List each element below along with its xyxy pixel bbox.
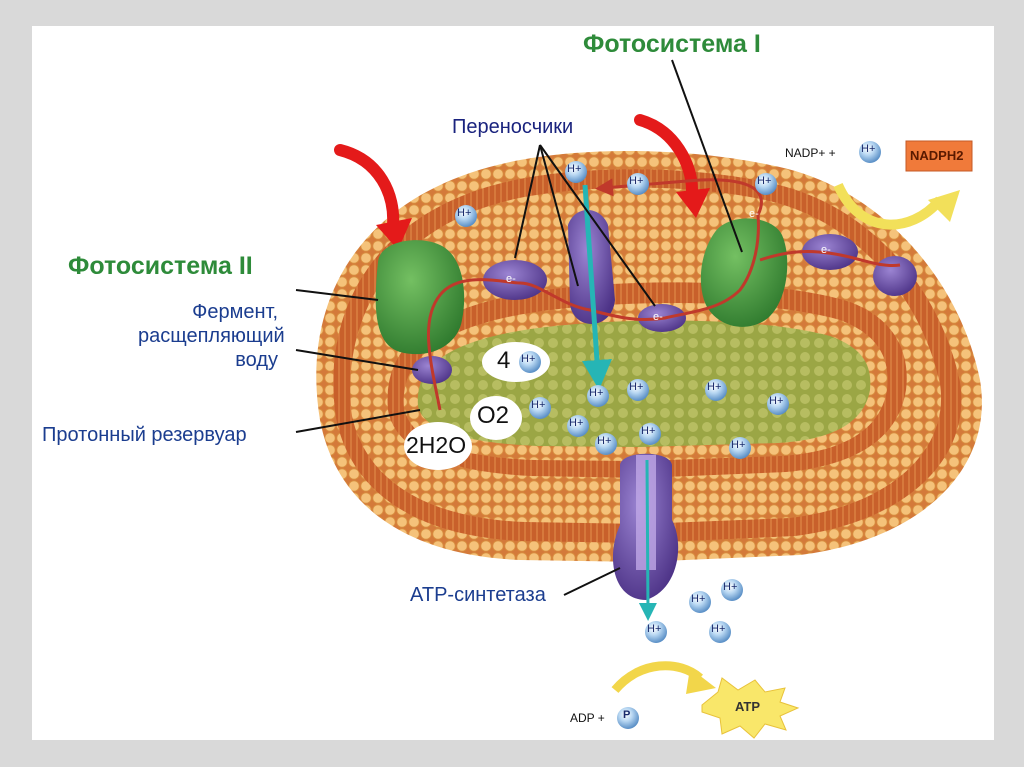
proton-label: H+	[641, 425, 656, 437]
light-arrow-ps2	[334, 144, 412, 250]
proton-reservoir-label: Протонный резервуар	[42, 424, 247, 446]
proton-label: H+	[647, 623, 662, 635]
electron-label: e-	[506, 273, 516, 285]
nadph-label: NADPH2	[910, 148, 964, 163]
four-label: 4	[497, 347, 511, 374]
proton-label: H+	[711, 623, 726, 635]
proton-label: H+	[731, 439, 746, 451]
proton-label: H+	[769, 395, 784, 407]
electron-label: e-	[653, 311, 663, 323]
nadph-arrow	[833, 182, 960, 230]
proton-label: H+	[757, 175, 772, 187]
carriers-label: Переносчики	[452, 116, 574, 138]
phosphate-label: P	[623, 709, 631, 721]
proton-label: H+	[723, 581, 738, 593]
atp-arrow	[611, 661, 716, 694]
enzyme-label-line1: Фермент,	[192, 301, 278, 323]
proton-label: H+	[629, 175, 644, 187]
oxygen-label: O2	[477, 402, 510, 429]
proton-balls	[455, 141, 881, 729]
proton-label: H+	[629, 381, 644, 393]
atp-star	[701, 677, 800, 739]
enzyme-label: Фермент, расщепляющий воду	[138, 300, 285, 372]
atp-label: ATP	[735, 699, 761, 714]
adp-label: ADP +	[570, 711, 605, 725]
water-bubble	[404, 422, 472, 470]
atp-synthase	[612, 453, 679, 600]
nadp-label: NADP+ +	[785, 146, 836, 160]
proton-label: H+	[569, 417, 584, 429]
proton-label: H+	[521, 353, 536, 365]
proton-label: H+	[457, 207, 472, 219]
pointer-lines	[295, 59, 743, 596]
proton-label: H+	[567, 163, 582, 175]
proton-label: H+	[589, 387, 604, 399]
photosystem-2-label: Фотосистема II	[68, 252, 253, 280]
proton-label: H+	[531, 399, 546, 411]
electron-label: e-	[749, 208, 759, 220]
enzyme-label-line3: воду	[235, 349, 278, 371]
photosystem-1	[700, 218, 788, 327]
proton-label: H+	[597, 435, 612, 447]
proton-path	[582, 184, 657, 621]
proton-label: H+	[861, 143, 876, 155]
proton-label: H+	[691, 593, 706, 605]
electron-label: e-	[821, 244, 831, 256]
photosystem-1-label: Фотосистема I	[583, 30, 761, 58]
proton-label: H+	[707, 381, 722, 393]
nadph-box	[905, 140, 973, 172]
atp-synthase-label: ATP-синтетаза	[410, 584, 546, 606]
water-label: 2H2O	[406, 432, 467, 458]
enzyme-label-line2: расщепляющий	[138, 325, 285, 347]
oxygen-bubble	[470, 396, 522, 440]
